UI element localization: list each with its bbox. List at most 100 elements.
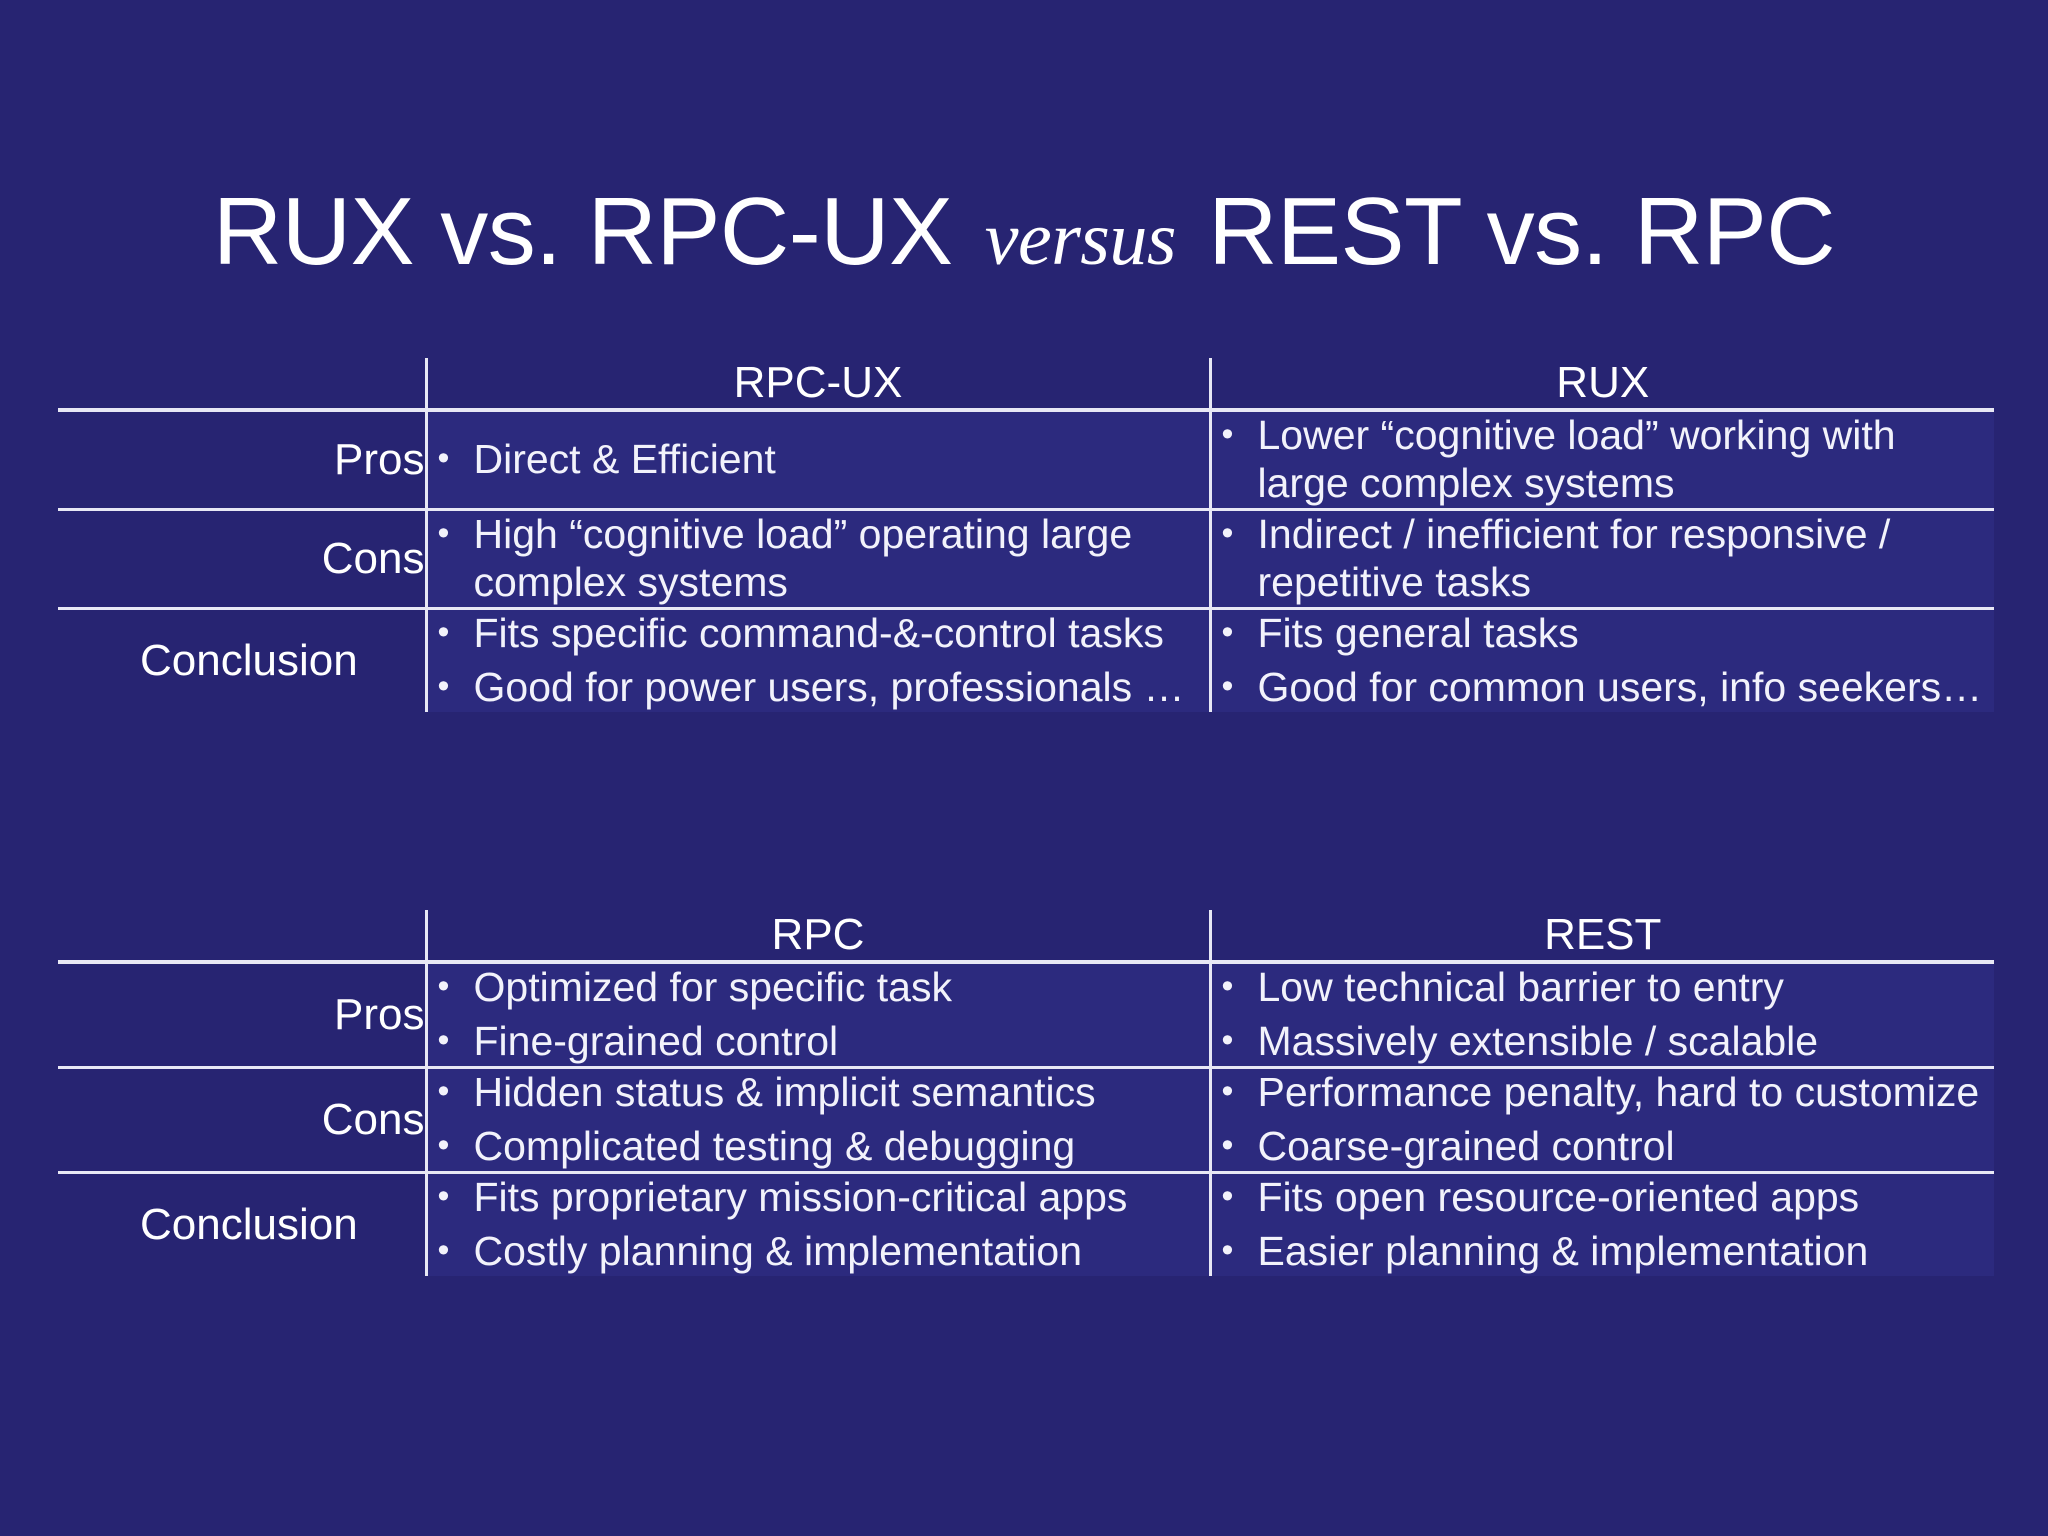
list-item: •Indirect / inefficient for responsive /…: [1212, 511, 1995, 607]
list-item: • Optimized for specific task: [428, 964, 1209, 1012]
table-row: Conclusion • Fits proprietary mission-cri…: [58, 1173, 1995, 1276]
list-item: •Fits general tasks: [1212, 610, 1995, 658]
row-label-pros: Pros: [334, 989, 425, 1039]
cell-rpcux-conclusion: • Fits specific command-&-control tasks •…: [424, 609, 1210, 712]
list-item-text: Optimized for specific task: [473, 964, 953, 1010]
bullet-icon: •: [437, 1071, 450, 1110]
list-item-text: Fits proprietary mission-critical apps: [473, 1173, 1128, 1220]
rule-segment: [426, 507, 1210, 511]
list-item-text: Fits specific command-&-control tasks: [473, 609, 1164, 656]
list-item-text: Hidden status & implicit semantics: [473, 1068, 1096, 1115]
bullet-icon: •: [1221, 1020, 1234, 1059]
bullet-list: • Direct & Efficient: [428, 436, 1209, 484]
list-item: •Good for common users, info seekers…: [1212, 664, 1995, 712]
rule-segment: [426, 1065, 1210, 1069]
list-item-text: Low technical barrier to entry: [1257, 964, 1784, 1010]
list-item: • Fits proprietary mission-critical apps: [428, 1174, 1209, 1222]
list-item: •Complicated testing & debugging: [428, 1123, 1209, 1171]
list-item: •Massively extensible / scalable: [1212, 1018, 1995, 1066]
bullet-icon: •: [1221, 967, 1234, 1005]
rule-segment: [426, 408, 1210, 412]
bullet-list: • High “cognitive load” operating large c…: [428, 511, 1209, 607]
table-header-row: RPC-UX RUX: [58, 358, 1994, 408]
list-item: • Fits specific command-&-control tasks: [428, 610, 1209, 658]
list-item: • Coarse-grained control: [1212, 1123, 1995, 1171]
table-header-label-cell: [58, 910, 426, 960]
comparison-table-api: RPC REST Pros • Optimized for specific ta…: [58, 910, 1994, 1276]
table-header-col-b: RUX: [1208, 358, 1994, 408]
table-row: Cons • Hidden status & implicit semantics…: [58, 1068, 1995, 1171]
page-title: RUX vs. RPC-UX versus REST vs. RPC: [0, 181, 2048, 283]
list-item-text: Direct & Efficient: [473, 435, 776, 482]
list-item: • Lower “cognitive load” working with lar…: [1212, 412, 1995, 508]
table-rule: [58, 507, 1994, 511]
list-item-text: Lower “cognitive load” working with larg…: [1257, 412, 1896, 506]
cell-rest-conclusion: • Fits open resource-oriented apps •Easie…: [1208, 1173, 1995, 1276]
cell-rpc-pros: • Optimized for specific task • Fine-grain…: [424, 964, 1210, 1066]
bullet-icon: •: [1221, 1125, 1234, 1164]
table-rule: [58, 1065, 1994, 1069]
table-row: Conclusion • Fits specific command-&-cont…: [58, 609, 1995, 712]
list-item: •Costly planning & implementation: [428, 1228, 1209, 1276]
list-item-text: Fits open resource-oriented apps: [1257, 1173, 1860, 1220]
bullet-icon: •: [437, 1176, 450, 1215]
table-header-label-cell: [58, 358, 426, 408]
bullet-list: • Fits open resource-oriented apps •Easie…: [1212, 1174, 1995, 1276]
bullet-icon: •: [1221, 1071, 1234, 1110]
bullet-icon: •: [1221, 1176, 1234, 1215]
bullet-list: •Performance penalty, hard to customize …: [1212, 1069, 1995, 1171]
bullet-icon: •: [437, 438, 450, 477]
table-rule: [58, 960, 1994, 964]
bullet-icon: •: [1221, 415, 1234, 453]
bullet-icon: •: [437, 1230, 450, 1269]
list-item-text: Good for common users, info seekers…: [1257, 663, 1983, 710]
table-rule: [58, 606, 1994, 610]
bullet-list: •Fits proprietary mission-critical apps …: [428, 1174, 1209, 1276]
bullet-icon: •: [437, 513, 450, 552]
table-header-row: RPC REST: [58, 910, 1994, 960]
rule-segment: [1210, 606, 1994, 610]
list-item: • Performance penalty, hard to customize: [1212, 1069, 1995, 1117]
comparison-table-ux: RPC-UX RUX Pros • Direct & Efficient • Low…: [58, 358, 1994, 712]
bullet-list: • Fits specific command-&-control tasks •…: [428, 610, 1209, 712]
bullet-icon: •: [1221, 612, 1234, 651]
cell-rpc-conclusion: •Fits proprietary mission-critical apps …: [424, 1173, 1210, 1276]
bullet-list: • Optimized for specific task • Fine-grain…: [428, 964, 1209, 1066]
table-header-col-a: RPC-UX: [424, 358, 1210, 408]
row-label-conclusion: Conclusion: [140, 635, 358, 685]
table-rule: [58, 1170, 1994, 1174]
bullet-list: • Hidden status & implicit semantics •Com…: [428, 1069, 1209, 1171]
rule-segment: [1210, 1065, 1994, 1069]
list-item-text: Performance penalty, hard to customize: [1257, 1068, 1980, 1115]
list-item: • Hidden status & implicit semantics: [428, 1069, 1209, 1117]
cell-rux-pros: • Lower “cognitive load” working with lar…: [1208, 412, 1995, 508]
table-row: Pros • Direct & Efficient • Lower “cogniti…: [58, 412, 1994, 508]
bullet-list: • Lower “cognitive load” working with lar…: [1212, 412, 1995, 508]
list-item-text: High “cognitive load” operating large co…: [473, 510, 1133, 605]
rule-segment: [58, 1065, 426, 1069]
rule-segment: [1210, 960, 1994, 964]
title-part-two: REST vs. RPC: [1208, 178, 1836, 286]
list-item: • Fine-grained control: [428, 1018, 1209, 1066]
bullet-list: • Low technical barrier to entry •Massive…: [1212, 964, 1995, 1066]
cell-rux-cons: •Indirect / inefficient for responsive /…: [1208, 510, 1995, 607]
list-item-text: Coarse-grained control: [1257, 1122, 1675, 1169]
bullet-icon: •: [437, 612, 450, 651]
list-item-text: Fine-grained control: [473, 1017, 839, 1064]
title-part-one: RUX vs. RPC-UX: [212, 178, 953, 286]
bullet-icon: •: [437, 967, 450, 1005]
rule-segment: [1210, 507, 1994, 511]
bullet-list: •Fits general tasks •Good for common use…: [1212, 610, 1995, 712]
bullet-icon: •: [437, 1020, 450, 1059]
row-label-cons: Cons: [321, 1094, 425, 1144]
bullet-icon: •: [1221, 1230, 1234, 1269]
rule-segment: [426, 960, 1210, 964]
row-label-conclusion: Conclusion: [140, 1199, 358, 1249]
cell-rpc-cons: • Hidden status & implicit semantics •Com…: [424, 1068, 1210, 1171]
list-item: •Good for power users, professionals …: [428, 664, 1209, 712]
row-label-pros: Pros: [334, 434, 425, 484]
list-item: •Easier planning & implementation: [1212, 1228, 1995, 1276]
title-versus-word: versus: [984, 197, 1177, 282]
rule-segment: [426, 1170, 1210, 1174]
rule-segment: [426, 606, 1210, 610]
